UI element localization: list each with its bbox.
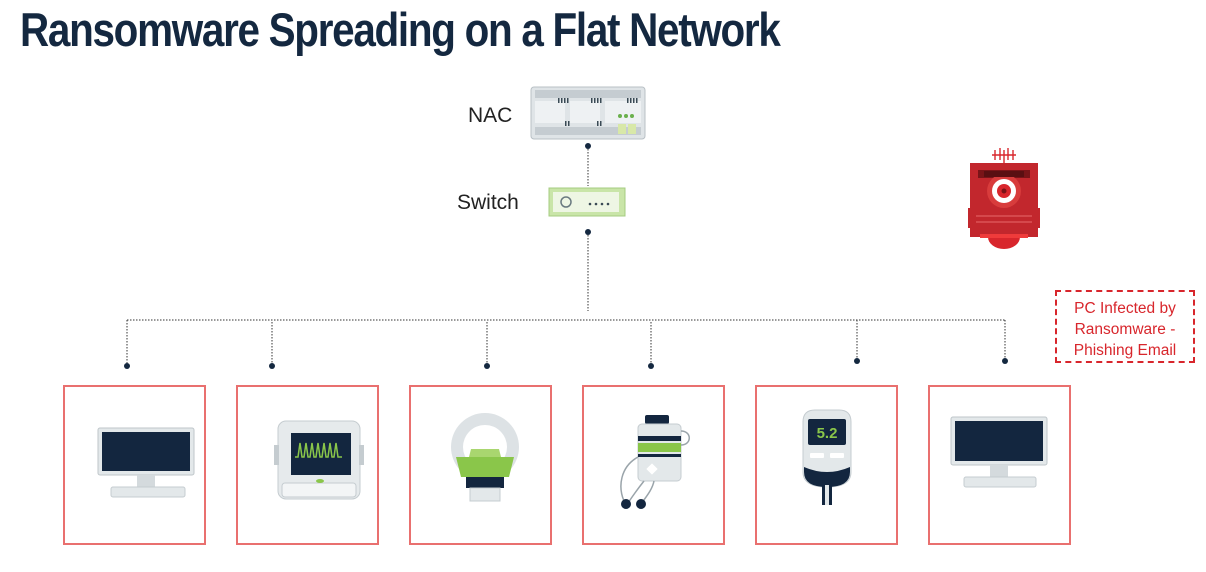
endpoint-box-monitor-2 xyxy=(928,385,1071,545)
endpoint-box-monitor-1 xyxy=(63,385,206,545)
endpoint-box-ecg-recorder xyxy=(582,385,725,545)
ecg-recorder-icon xyxy=(620,415,690,509)
infection-callout: PC Infected by Ransomware - Phishing Ema… xyxy=(1055,290,1195,363)
endpoint-box-mri-scanner xyxy=(409,385,552,545)
switch-label: Switch xyxy=(457,191,519,214)
glucose-reading: 5.2 xyxy=(817,425,838,442)
switch-icon xyxy=(548,187,626,217)
ransomware-bot-icon xyxy=(968,148,1040,249)
nac-label: NAC xyxy=(468,104,513,127)
nac-appliance-icon xyxy=(530,86,646,140)
endpoint-box-patient-monitor xyxy=(236,385,379,545)
monitor-icon xyxy=(97,427,195,498)
callout-line-2: Ransomware - xyxy=(1074,321,1176,338)
patient-monitor-icon xyxy=(274,420,364,500)
callout-line-1: PC Infected by xyxy=(1074,300,1176,317)
callout-line-3: Phishing Email xyxy=(1073,342,1177,359)
glucose-meter-icon: 5.2 xyxy=(802,409,852,505)
page-title: Ransomware Spreading on a Flat Network xyxy=(20,3,781,56)
monitor-icon xyxy=(950,416,1048,488)
endpoint-box-glucose-meter: 5.2 xyxy=(755,385,898,545)
mri-scanner-icon xyxy=(451,413,519,502)
